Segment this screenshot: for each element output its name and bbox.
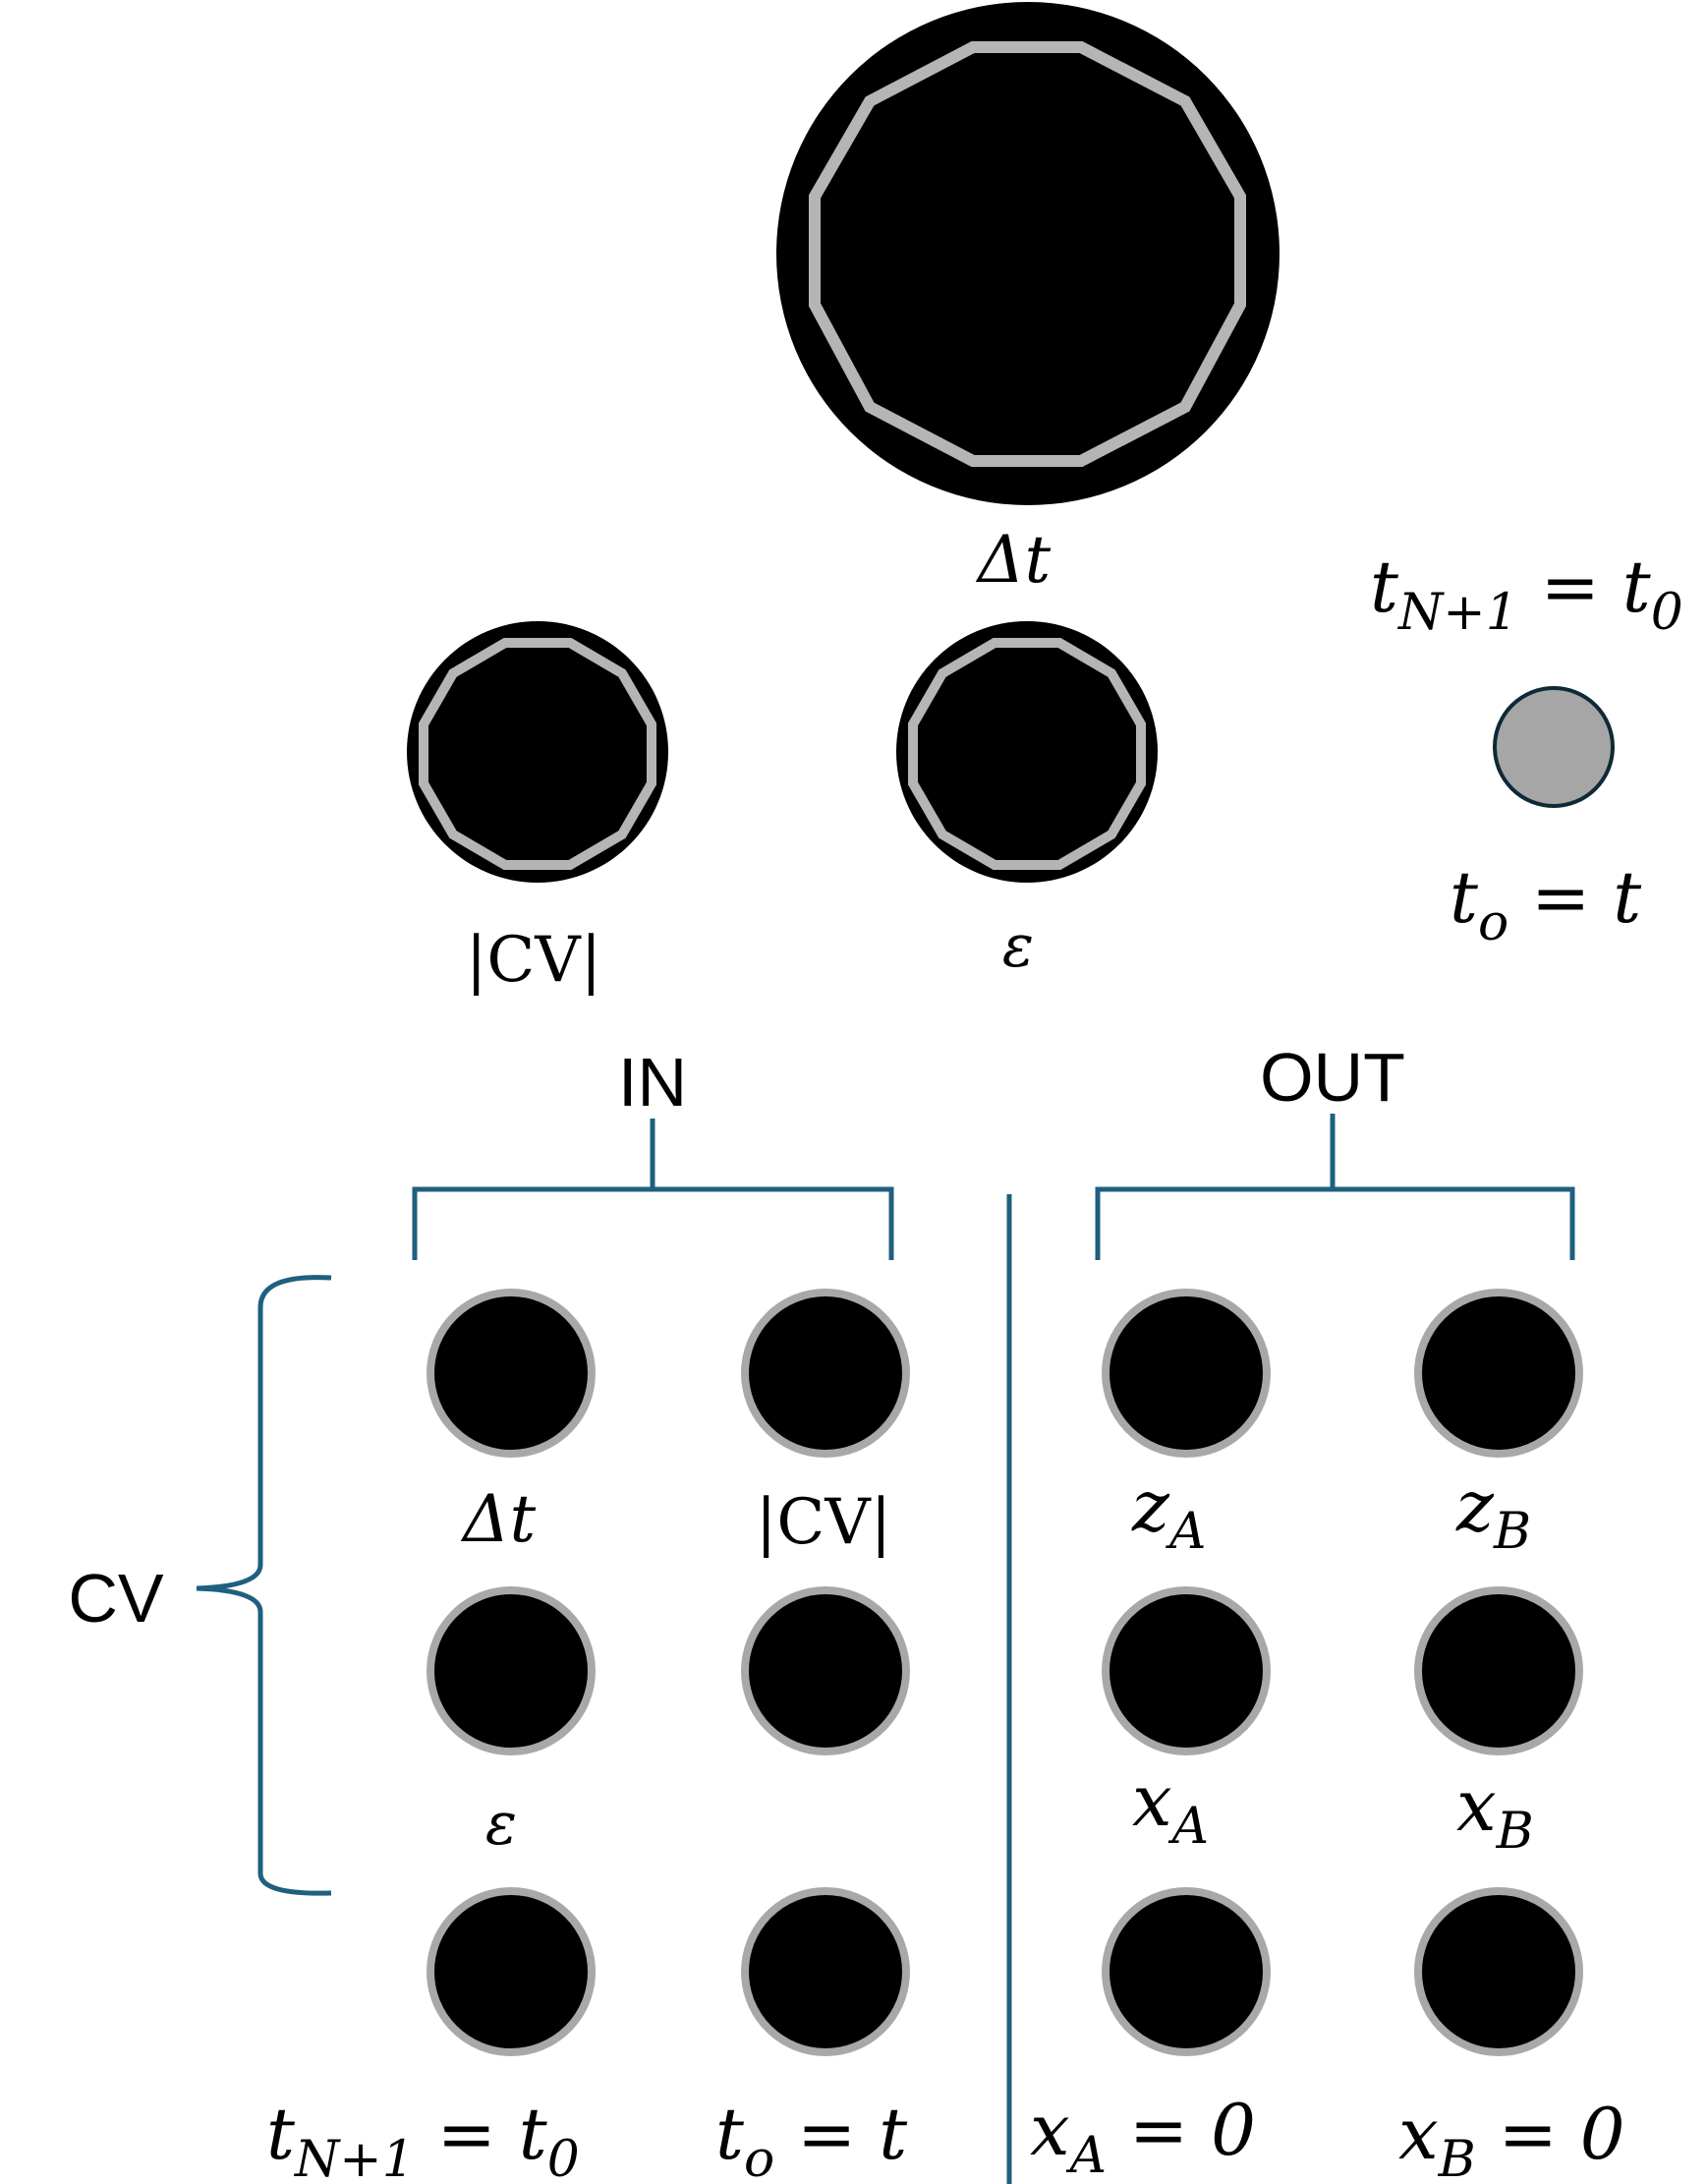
xb-zero-out-label: xB = 0 — [1398, 2093, 1625, 2184]
zb-out-label: zB — [1455, 1465, 1531, 1561]
xa-out-label: xA — [1132, 1759, 1209, 1856]
cv-knob-ring — [419, 638, 656, 870]
cv-in-jack[interactable] — [741, 1289, 910, 1458]
xb-out-jack[interactable] — [1414, 1586, 1583, 1755]
reset-in-label: tN+1 = t0 — [266, 2093, 580, 2184]
out-bracket — [1095, 1114, 1575, 1260]
sync-t-in-jack[interactable] — [741, 1887, 910, 2056]
epsilon-in-jack[interactable] — [427, 1586, 596, 1755]
led-bottom-label: to = t — [1450, 856, 1642, 952]
out-label: OUT — [1260, 1039, 1405, 1116]
in-label: IN — [618, 1044, 687, 1121]
delta-t-in-jack[interactable] — [427, 1289, 596, 1458]
cv-knob[interactable] — [407, 621, 668, 883]
xb-zero-out-jack[interactable] — [1414, 1887, 1583, 2056]
cv-in-label: |CV| — [756, 1486, 891, 1559]
reset-led — [1493, 686, 1615, 808]
in-bracket — [412, 1119, 894, 1260]
xb-out-label: xB — [1456, 1764, 1534, 1861]
delta-t-knob-label: Δt — [975, 522, 1052, 598]
cv-brace — [196, 1275, 332, 1896]
epsilon-knob[interactable] — [896, 621, 1158, 883]
xa-zero-out-jack[interactable] — [1102, 1887, 1271, 2056]
epsilon-knob-label: ε — [1002, 912, 1034, 981]
delta-t-knob-ring — [809, 41, 1246, 467]
epsilon-in-label: ε — [485, 1790, 517, 1859]
led-top-label: tN+1 = t0 — [1370, 546, 1683, 642]
cv-label: CV — [68, 1560, 164, 1637]
sync-in-jack[interactable] — [741, 1586, 910, 1755]
delta-t-knob[interactable] — [776, 2, 1280, 505]
xa-out-jack[interactable] — [1102, 1586, 1271, 1755]
epsilon-knob-ring — [908, 638, 1146, 870]
reset-in-jack[interactable] — [427, 1887, 596, 2056]
za-out-jack[interactable] — [1102, 1289, 1271, 1458]
delta-t-in-label: Δt — [460, 1481, 537, 1557]
zb-out-jack[interactable] — [1414, 1289, 1583, 1458]
sync-in-label: to = t — [715, 2093, 908, 2184]
xa-zero-out-label: xA = 0 — [1030, 2089, 1256, 2184]
za-out-label: zA — [1131, 1465, 1206, 1561]
cv-knob-label: |CV| — [466, 924, 601, 997]
